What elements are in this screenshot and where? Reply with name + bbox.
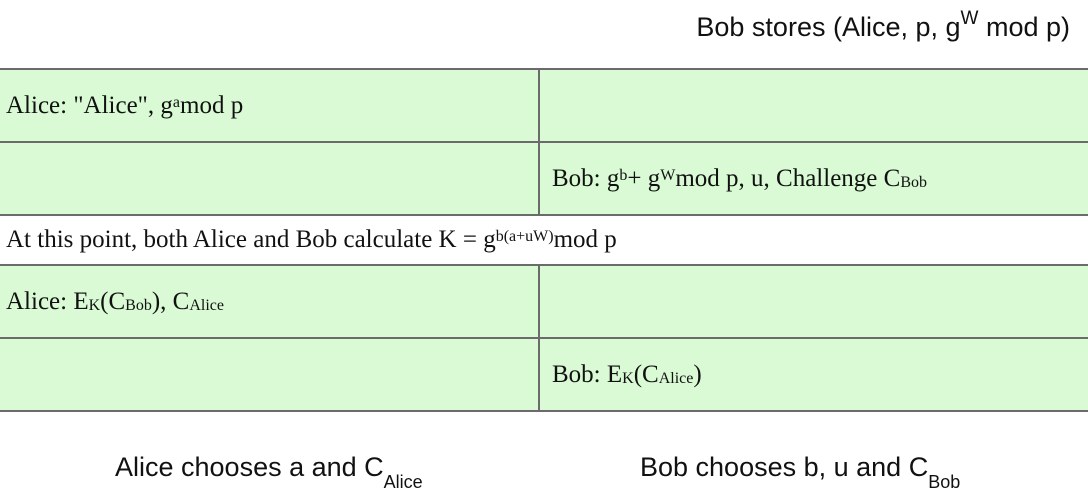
key-text: At this point, both Alice and Bob calcul… (6, 226, 496, 253)
shared-key-note: At this point, both Alice and Bob calcul… (0, 216, 1088, 264)
alice-chooses-note: Alice chooses a and CAlice (115, 452, 423, 492)
msg4-sub-alice: Alice (189, 296, 224, 314)
msg1-suffix: mod p (180, 91, 244, 119)
bob-chooses-sub: Bob (928, 472, 961, 493)
empty-bob-cell-4 (540, 266, 1088, 337)
msg2-text: Bob: g (552, 164, 620, 192)
msg5-sub-k: K (622, 369, 634, 387)
alice-chooses-sub: Alice (383, 472, 423, 493)
bob-stores-exponent: W (960, 8, 979, 29)
msg4-mid2: ), C (151, 287, 190, 315)
msg1-exponent: a (172, 93, 180, 111)
msg2-exp-w: W (660, 166, 676, 184)
message-row-3: At this point, both Alice and Bob calcul… (0, 216, 1088, 266)
bob-stores-note: Bob stores (Alice, p, gW mod p) (696, 8, 1070, 43)
key-suffix: mod p (553, 226, 617, 253)
msg4-mid1: (C (100, 287, 126, 315)
msg5-sub-alice: Alice (658, 369, 694, 387)
msg2-exp-b: b (619, 166, 628, 184)
empty-alice-cell-2 (0, 143, 540, 214)
key-exponent: b(a+uW) (495, 228, 554, 245)
msg4-sub-k: K (88, 296, 101, 314)
msg2-mid2: mod p, u, Challenge C (675, 164, 901, 192)
bob-stores-suffix: mod p) (978, 12, 1070, 42)
msg1-text: Alice: "Alice", g (6, 91, 173, 119)
msg4-text: Alice: E (6, 287, 89, 315)
msg2-mid1: + g (627, 164, 661, 192)
msg2-sub-bob: Bob (900, 173, 927, 191)
empty-alice-cell-5 (0, 339, 540, 410)
empty-bob-cell-1 (540, 70, 1088, 141)
msg4-sub-bob: Bob (125, 296, 152, 314)
msg5-suffix: ) (693, 360, 702, 388)
bob-chooses-note: Bob chooses b, u and CBob (640, 452, 960, 492)
alice-chooses-text: Alice chooses a and C (115, 452, 384, 482)
msg5-mid1: (C (633, 360, 659, 388)
msg5-text: Bob: E (552, 360, 623, 388)
bob-stores-text: Bob stores (Alice, p, g (696, 12, 961, 42)
bob-chooses-text: Bob chooses b, u and C (640, 452, 929, 482)
